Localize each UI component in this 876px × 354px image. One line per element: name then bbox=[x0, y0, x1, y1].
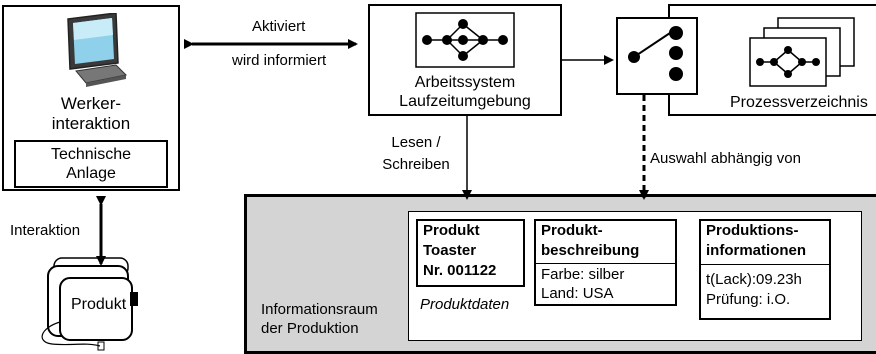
read-write-label-line2: Schreiben bbox=[382, 156, 450, 173]
production-title-2: informationen bbox=[706, 242, 806, 259]
product-card-line3: Nr. 001122 bbox=[423, 262, 497, 279]
selector-box bbox=[616, 17, 698, 95]
runtime-label-line1: Arbeitssystem bbox=[414, 74, 516, 91]
interaction-label: Interaktion bbox=[10, 222, 81, 239]
runtime-label-line2: Laufzeitumgebung bbox=[399, 93, 531, 110]
selection-label: Auswahl abhängig von bbox=[650, 150, 801, 167]
product-data-label: Produktdaten bbox=[420, 296, 510, 313]
production-row-2: Prüfung: i.O. bbox=[706, 291, 791, 308]
production-divider bbox=[701, 264, 829, 265]
plant-label-line1: Technische bbox=[50, 146, 132, 163]
info-space-label-line2: der Produktion bbox=[261, 320, 359, 337]
read-write-label-line1: Lesen / bbox=[391, 134, 441, 151]
description-divider bbox=[536, 263, 675, 264]
process-graph-icon bbox=[415, 12, 515, 68]
technical-plant-box: Technische Anlage bbox=[14, 140, 168, 188]
activates-label: Aktiviert bbox=[252, 18, 306, 35]
product-description-card: Produkt- beschreibung Farbe: silber Land… bbox=[534, 219, 677, 306]
worker-interaction-box: Werker- interaktion Technische Anlage bbox=[2, 5, 180, 191]
description-title-1: Produkt- bbox=[541, 222, 603, 239]
selector-icon bbox=[628, 26, 683, 81]
production-info-card: Produktions- informationen t(Lack):09.23… bbox=[699, 219, 831, 320]
worker-label-line1: Werker- bbox=[60, 94, 122, 113]
description-row-1: Farbe: silber bbox=[541, 266, 625, 283]
information-space-box: Informationsraum der Produktion Produkt … bbox=[244, 194, 876, 354]
process-directory-label: Prozessverzeichnis bbox=[730, 94, 868, 111]
product-label: Produkt bbox=[71, 296, 127, 313]
product-id-card: Produkt Toaster Nr. 001122 bbox=[416, 219, 525, 287]
informed-label: wird informiert bbox=[232, 52, 327, 69]
runtime-environment-box: Arbeitssystem Laufzeitumgebung bbox=[368, 4, 562, 116]
monitor-icon bbox=[67, 13, 128, 87]
plant-label-line2: Anlage bbox=[66, 165, 116, 182]
product-card-line1: Produkt bbox=[423, 222, 480, 239]
worker-label-line2: interaktion bbox=[51, 114, 131, 133]
product-data-panel: Produkt Toaster Nr. 001122 Produktdaten … bbox=[408, 211, 862, 341]
toaster-icon bbox=[41, 257, 138, 351]
description-title-2: beschreibung bbox=[541, 242, 640, 259]
description-row-2: Land: USA bbox=[541, 285, 614, 302]
info-space-label-line1: Informationsraum bbox=[261, 301, 378, 318]
production-title-1: Produktions- bbox=[706, 222, 799, 239]
process-stack-icon bbox=[749, 17, 855, 87]
production-row-1: t(Lack):09.23h bbox=[706, 271, 802, 288]
product-card-line2: Toaster bbox=[423, 242, 477, 259]
